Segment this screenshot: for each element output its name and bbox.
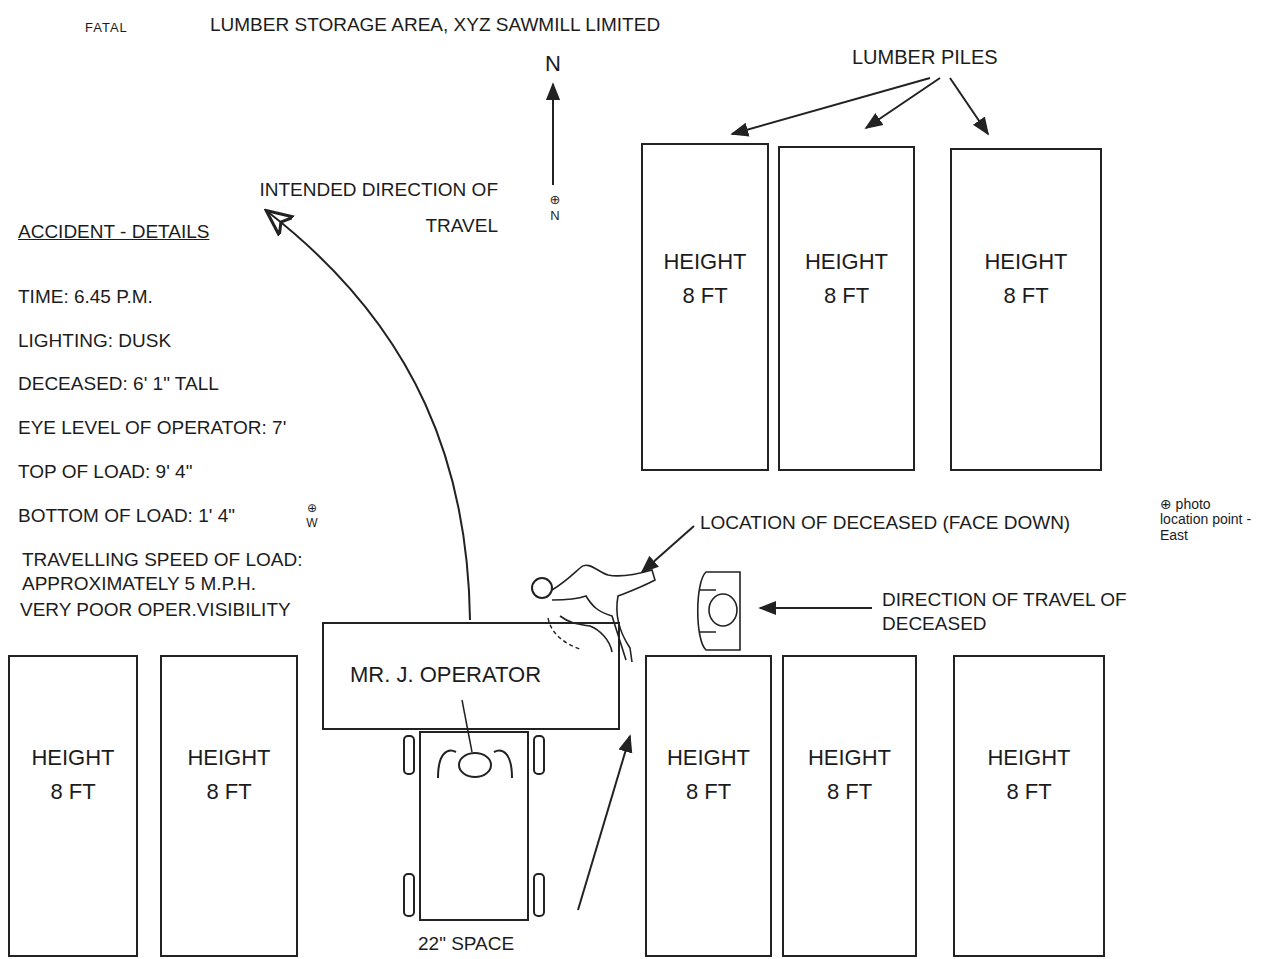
leader-line (642, 526, 694, 572)
lumber-pile: HEIGHT 8 FT (641, 143, 769, 471)
lumber-pile: HEIGHT 8 FT (160, 655, 298, 957)
forklift-wheel (534, 874, 544, 916)
north-arrow (552, 84, 554, 185)
pile-height: HEIGHT 8 FT (800, 741, 900, 809)
pile-height: HEIGHT 8 FT (179, 741, 279, 809)
pile-height: HEIGHT 8 FT (979, 741, 1079, 809)
pile-height: HEIGHT 8 FT (976, 245, 1076, 313)
accident-detail: TOP OF LOAD: 9' 4" (18, 460, 192, 484)
annotation: LUMBER PILES (852, 45, 998, 70)
annotation: DIRECTION OF TRAVEL OF DECEASED (882, 588, 1152, 636)
leader-line (760, 607, 872, 609)
annotation: LOCATION OF DECEASED (FACE DOWN) (700, 511, 1070, 535)
pile-height: HEIGHT 8 FT (797, 245, 897, 313)
accident-detail: LIGHTING: DUSK (18, 329, 171, 353)
lumber-pile: HEIGHT 8 FT (782, 655, 917, 957)
lumber-pile: HEIGHT 8 FT (645, 655, 772, 957)
accident-detail: ACCIDENT - DETAILS (18, 220, 209, 244)
annotation: ⊕ photo location point - East (1160, 497, 1260, 543)
accident-detail: BOTTOM OF LOAD: 1' 4" (18, 504, 235, 528)
leader-line (866, 78, 940, 128)
leader-line (950, 78, 988, 134)
operator-figure (438, 751, 512, 778)
annotation: INTENDED DIRECTION OF TRAVEL (250, 172, 498, 244)
accident-detail: EYE LEVEL OF OPERATOR: 7' (18, 416, 286, 440)
pile-height: HEIGHT 8 FT (23, 741, 123, 809)
pile-height: HEIGHT 8 FT (659, 741, 759, 809)
annotation: N (545, 50, 561, 78)
accident-detail: VERY POOR OPER.VISIBILITY (20, 598, 291, 622)
forklift-wheel (534, 736, 544, 774)
annotation: ⊕ N (548, 192, 562, 225)
space-arrow (578, 736, 630, 910)
forklift-wheel (404, 736, 414, 774)
diagram-title: LUMBER STORAGE AREA, XYZ SAWMILL LIMITED (210, 14, 660, 36)
lumber-pile: HEIGHT 8 FT (950, 148, 1102, 471)
lumber-pile: HEIGHT 8 FT (8, 655, 138, 957)
pile-height: HEIGHT 8 FT (655, 245, 755, 313)
annotation: 22" SPACE (418, 932, 514, 956)
forklift-wheel (404, 874, 414, 916)
lumber-pile: HEIGHT 8 FT (953, 655, 1105, 957)
walker-figure (698, 572, 740, 650)
load-box: MR. J. OPERATOR (322, 622, 620, 730)
deceased-figure (552, 565, 655, 662)
walker-head (709, 594, 737, 626)
forklift-body (420, 732, 528, 920)
deceased-head (532, 578, 552, 598)
operator-label: MR. J. OPERATOR (350, 658, 610, 692)
lumber-pile: HEIGHT 8 FT (778, 146, 915, 471)
accident-detail: DECEASED: 6' 1" TALL (18, 372, 219, 396)
operator-head (459, 753, 491, 777)
accident-detail: TRAVELLING SPEED OF LOAD: APPROXIMATELY … (22, 548, 362, 596)
accident-detail: ⊕ W (306, 501, 318, 531)
annotation: FATAL (85, 20, 128, 36)
accident-detail: TIME: 6.45 P.M. (18, 285, 153, 309)
walker-figure (700, 590, 716, 632)
leader-line (462, 700, 472, 752)
